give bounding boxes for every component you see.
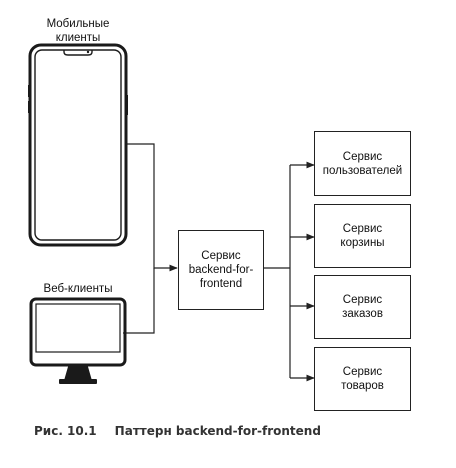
bff-service-box: Сервис backend-for- frontend: [178, 230, 264, 310]
service-orders-box: Сервис заказов: [314, 275, 411, 339]
bff-service-label: Сервис backend-for- frontend: [188, 250, 254, 290]
service-users-label: Сервис пользователей: [322, 150, 403, 177]
mobile-clients-label: Мобильные клиенты: [46, 18, 110, 44]
service-orders-label: Сервис заказов: [342, 294, 383, 320]
smartphone-icon: [28, 43, 128, 247]
service-products-box: Сервис товаров: [314, 347, 411, 411]
service-users-box: Сервис пользователей: [314, 131, 411, 196]
figure-caption: Рис. 10.1 Паттерн backend-for-frontend: [34, 424, 321, 438]
service-cart-box: Сервис корзины: [314, 204, 411, 268]
desktop-monitor-icon: [29, 297, 127, 384]
figure-title: Паттерн backend-for-frontend: [114, 424, 321, 438]
service-products-label: Сервис товаров: [341, 366, 384, 392]
monitor-connector: [123, 268, 155, 334]
service-cart-label: Сервис корзины: [340, 223, 385, 249]
phone-connector: [126, 143, 178, 272]
web-clients-label: Веб-клиенты: [43, 283, 113, 295]
figure-number: Рис. 10.1: [34, 424, 97, 438]
